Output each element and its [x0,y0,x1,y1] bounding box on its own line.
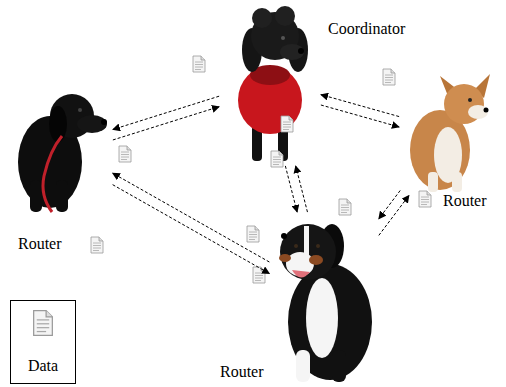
router-node: Router [272,215,377,383]
data-document-icons [91,56,431,283]
bernese-figure [279,224,372,382]
node-label: Coordinator [328,20,405,38]
data-link-arrow [113,185,270,274]
router-node: Router [402,78,494,193]
data-link-arrow [321,105,399,127]
data-link-arrow [113,107,219,140]
data-link-arrow [113,173,270,262]
coordinator-node: Coordinator [222,8,318,163]
data-link-arrow [321,95,399,117]
data-link-arrow [379,190,400,218]
router-node: Router [15,88,110,213]
node-label: Router [18,235,62,253]
legend-label: Data [11,357,75,375]
node-label: Router [443,192,487,210]
legend-box: Data [10,300,76,384]
data-link-arrow [296,166,308,212]
black-dog-figure [18,94,107,212]
data-link-arrow [113,96,219,129]
corgi-figure [410,74,490,192]
data-link-arrow [285,166,297,212]
node-label: Router [220,363,264,381]
legend-document-icon [32,309,54,337]
poodle-figure [238,6,308,161]
data-link-arrow [379,195,409,235]
